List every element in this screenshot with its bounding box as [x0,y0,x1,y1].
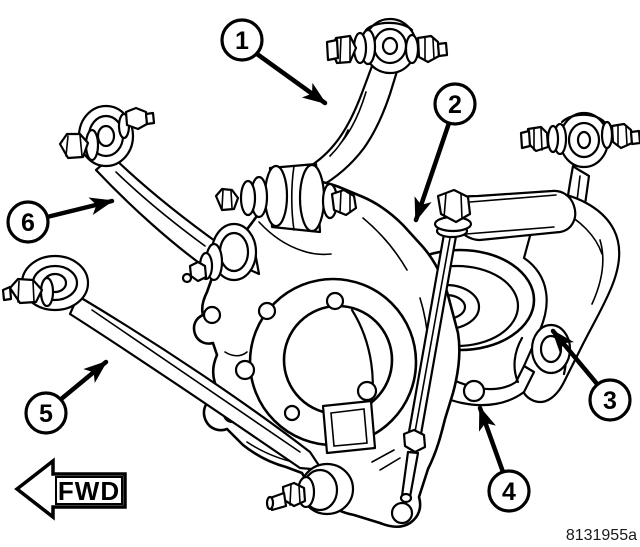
callout-1: 1 [220,18,328,106]
callout-3-arrow [550,328,601,388]
callout-6-arrow [44,197,115,220]
through-bolt-drawing [399,188,473,504]
callout-3: 3 [550,328,632,422]
callout-3-label: 3 [603,387,617,415]
callout-2-arrow [413,120,452,223]
upper-forward-link-drawing [58,104,230,270]
figure-code: 8131955a [566,527,637,544]
callout-4: 4 [477,405,531,513]
callout-6: 6 [6,197,115,244]
callout-1-label: 1 [235,27,249,55]
callout-4-arrow [477,405,506,475]
callout-6-label: 6 [21,209,35,237]
callout-2-label: 2 [448,91,462,119]
callout-4-label: 4 [502,478,516,506]
front-lower-arm-drawing [1,254,355,516]
callout-5-label: 5 [39,400,53,428]
callout-2: 2 [413,82,477,223]
upper-bushing-drawing [214,162,358,234]
callout-5: 5 [24,359,109,435]
fwd-label: FWD [58,476,120,506]
upper-camber-arm-drawing [282,17,449,196]
link-ball-joint-drawing [181,222,258,284]
fwd-direction-indicator: FWD [14,457,127,521]
toe-link-lower-bushing-drawing [530,323,572,375]
callout-1-arrow [254,51,328,106]
callout-5-arrow [57,359,109,403]
